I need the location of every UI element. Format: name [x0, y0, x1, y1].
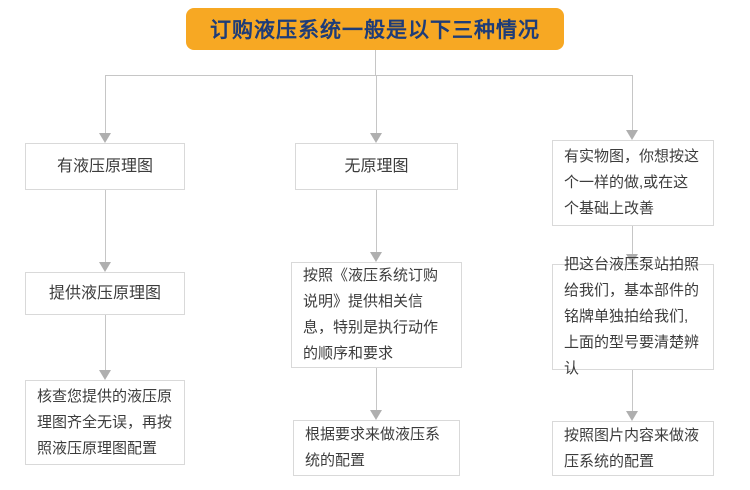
connector-line — [376, 75, 377, 133]
flow-box-configure-by-requirements: 根据要求来做液压系统的配置 — [293, 420, 460, 476]
connector-line — [105, 75, 632, 76]
connector-line — [105, 190, 106, 262]
arrow-down-icon — [626, 130, 638, 140]
arrow-down-icon — [99, 262, 111, 272]
flow-box-label: 按照图片内容来做液压系统的配置 — [564, 426, 700, 470]
arrow-down-icon — [370, 252, 382, 262]
flow-box-send-photos: 把这台液压泵站拍照给我们，基本部件的铭牌单独拍给我们,上面的型号要清楚辨认 — [552, 256, 714, 377]
connector-line — [632, 226, 633, 254]
arrow-down-icon — [626, 411, 638, 421]
arrow-down-icon — [99, 133, 111, 143]
connector-line — [632, 75, 633, 130]
flowchart-title: 订购液压系统一般是以下三种情况 — [210, 19, 540, 42]
connector-line — [375, 50, 376, 75]
connector-line — [105, 315, 106, 370]
flow-box-configure-by-photo: 按照图片内容来做液压系统的配置 — [552, 421, 714, 476]
flow-box-label: 提供液压原理图 — [48, 284, 161, 302]
connector-line — [376, 190, 377, 252]
flow-box-label: 按照《液压系统订购说明》提供相关信息，特别是执行动作的顺序和要求 — [303, 267, 439, 362]
arrow-down-icon — [626, 254, 638, 264]
flow-box-has-schematic: 有液压原理图 — [25, 143, 185, 190]
flow-box-label: 无原理图 — [344, 157, 409, 175]
arrow-down-icon — [370, 133, 382, 143]
connector-line — [376, 368, 377, 410]
flow-box-label: 核查您提供的液压原理图齐全无误，再按照液压原理图配置 — [37, 387, 173, 457]
flowchart-title-banner: 订购液压系统一般是以下三种情况 — [186, 8, 564, 50]
flow-box-label: 根据要求来做液压系统的配置 — [305, 426, 441, 469]
connector-line — [632, 370, 633, 411]
flow-box-no-schematic: 无原理图 — [295, 143, 458, 190]
flow-box-verify-schematic: 核查您提供的液压原理图齐全无误，再按照液压原理图配置 — [25, 380, 185, 465]
flow-box-provide-info: 按照《液压系统订购说明》提供相关信息，特别是执行动作的顺序和要求 — [291, 262, 462, 368]
arrow-down-icon — [99, 370, 111, 380]
flow-box-label: 把这台液压泵站拍照给我们，基本部件的铭牌单独拍给我们,上面的型号要清楚辨认 — [564, 256, 700, 377]
connector-line — [105, 75, 106, 133]
arrow-down-icon — [370, 410, 382, 420]
flow-box-provide-schematic: 提供液压原理图 — [25, 272, 185, 315]
flow-box-label: 有液压原理图 — [56, 157, 153, 175]
flow-box-label: 有实物图，你想按这个一样的做,或在这个基础上改善 — [564, 148, 700, 217]
flow-box-has-photo: 有实物图，你想按这个一样的做,或在这个基础上改善 — [552, 140, 714, 226]
